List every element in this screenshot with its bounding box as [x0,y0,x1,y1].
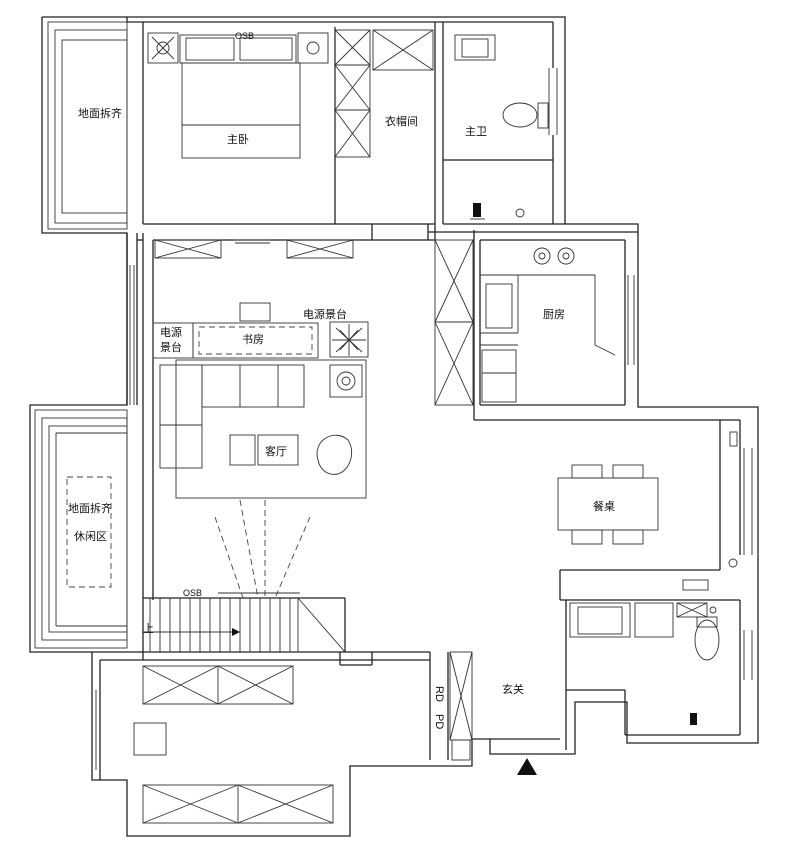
stairs-up-label: 上 [143,622,154,635]
master-bedroom-furniture: OSB 主卧 [147,31,329,159]
power-cabinet-left-label-1: 电源 [160,325,182,339]
study-furniture: 书房 电源景台 电源 景台 [152,302,369,359]
balcony-left-label-2: 休闲区 [74,529,107,543]
kitchen-label: 厨房 [543,308,565,321]
living-room-furniture: 客厅 [159,359,367,599]
outer-walls [29,16,759,837]
closet-cabinets: 衣帽间 [334,29,434,158]
dining-table-label: 餐桌 [593,499,615,513]
kitchen-furniture: 厨房 [480,247,616,403]
living-room-label: 客厅 [265,444,287,458]
power-cabinet-top-label: 电源景台 [303,307,347,321]
power-cabinet-left-label-2: 景台 [160,340,182,354]
shaft-rd-label: RD [433,686,445,702]
osb-label-top: OSB [235,31,254,41]
dining-furniture: 餐桌 [557,431,738,591]
stove-icon [533,247,575,265]
shaft-pd-label: PD [433,714,445,729]
plant-icon [332,324,366,356]
balcony-top-label: 地面拆齐 [78,106,122,120]
osb-label-stairs: OSB [183,588,202,598]
tall-cabinets [154,239,474,406]
entrance-arrow-icon [517,758,537,775]
stairs: OSB 上 [143,588,346,653]
master-bedroom-label: 主卧 [227,133,249,146]
guest-bath-fixtures [569,602,720,725]
master-bath-label: 主卫 [465,125,487,138]
closet-label: 衣帽间 [385,114,418,128]
balcony-left-label-1: 地面拆齐 [68,501,112,515]
study-label: 书房 [242,333,264,346]
entrance-label: 玄关 [502,682,524,696]
floor-drain-icon [470,203,485,220]
toilet-icon [694,619,720,661]
master-bath-fixtures: 主卫 [454,34,549,220]
bottom-storage [133,651,473,824]
